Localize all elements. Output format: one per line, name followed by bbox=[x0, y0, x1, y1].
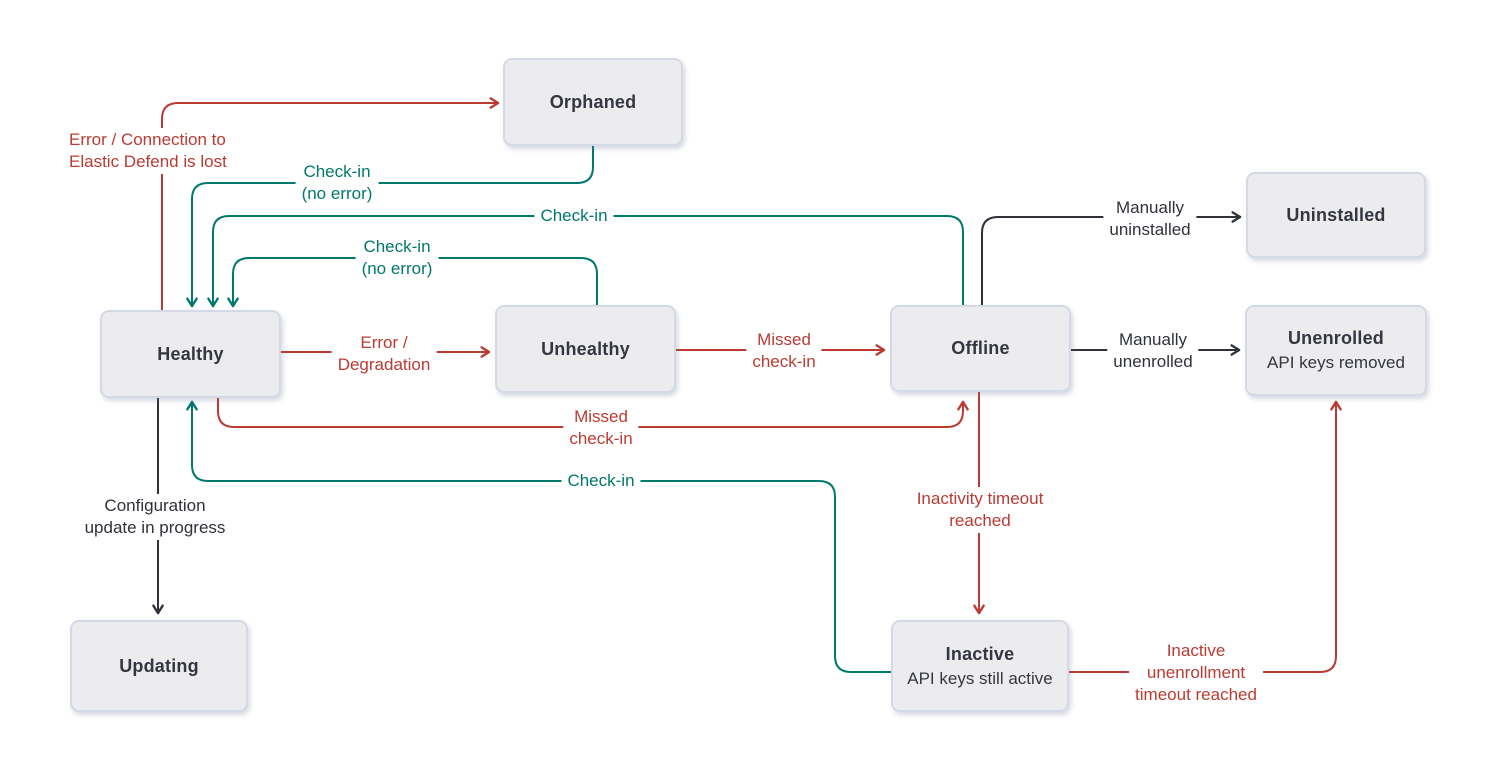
edge-offline-to-uninstalled bbox=[981, 211, 1242, 306]
edge-inactive-to-healthy bbox=[186, 400, 892, 673]
edge-label-checkin-inactive: Check-in bbox=[561, 469, 641, 493]
edge-inactive-to-unenrolled bbox=[1068, 400, 1342, 673]
edge-offline-to-healthy bbox=[207, 215, 964, 308]
state-title: Offline bbox=[951, 338, 1010, 358]
state-node-healthy: Healthy bbox=[100, 310, 281, 398]
state-node-offline: Offline bbox=[890, 305, 1071, 392]
edge-healthy-to-orphaned bbox=[161, 97, 500, 311]
state-subtitle: API keys removed bbox=[1267, 353, 1405, 372]
edge-label-error-connection-lost: Error / Connection to Elastic Defend is … bbox=[63, 128, 233, 174]
edge-label-manually-unenrolled: Manually unenrolled bbox=[1107, 328, 1199, 374]
state-title: Orphaned bbox=[549, 91, 637, 112]
edge-label-inactive-unenrollment-timeout: Inactive unenrollment timeout reached bbox=[1129, 639, 1263, 707]
edge-label-missed-checkin-healthy: Missed check-in bbox=[563, 405, 639, 451]
state-title: Inactive bbox=[945, 643, 1015, 664]
state-title: Updating bbox=[119, 655, 199, 676]
state-title: Unenrolled bbox=[1287, 328, 1384, 348]
state-subtitle: API keys still active bbox=[907, 668, 1053, 688]
state-node-unhealthy: Unhealthy bbox=[495, 305, 676, 393]
edge-label-checkin-no-error-orphaned: Check-in (no error) bbox=[295, 160, 379, 206]
state-node-uninstalled: Uninstalled bbox=[1246, 172, 1426, 258]
edge-label-inactivity-timeout: Inactivity timeout reached bbox=[910, 487, 1050, 533]
edge-label-checkin-offline: Check-in bbox=[534, 204, 614, 228]
edge-orphaned-to-healthy bbox=[186, 145, 594, 308]
state-title: Unhealthy bbox=[541, 338, 630, 359]
state-title: Uninstalled bbox=[1286, 204, 1386, 225]
state-node-orphaned: Orphaned bbox=[503, 58, 683, 146]
edge-label-missed-checkin-unhealthy: Missed check-in bbox=[746, 328, 822, 374]
edge-label-checkin-no-error-unhealthy: Check-in (no error) bbox=[355, 235, 439, 281]
edge-label-configuration-update: Configuration update in progress bbox=[78, 494, 232, 540]
state-title: Healthy bbox=[157, 343, 224, 364]
edge-label-error-degradation: Error / Degradation bbox=[331, 331, 437, 377]
state-node-unenrolled: Unenrolled API keys removed bbox=[1245, 305, 1427, 396]
state-node-updating: Updating bbox=[70, 620, 248, 712]
edge-label-manually-uninstalled: Manually uninstalled bbox=[1103, 196, 1197, 242]
state-node-inactive: Inactive API keys still active bbox=[891, 620, 1069, 712]
